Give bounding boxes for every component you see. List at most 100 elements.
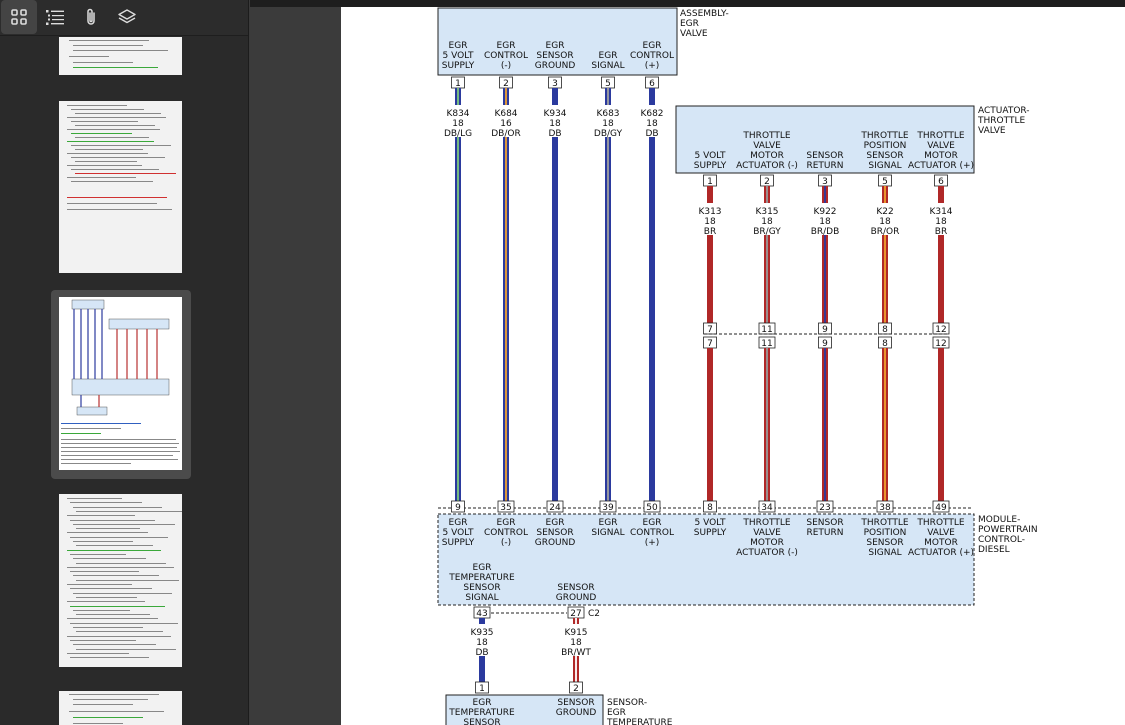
throttle-wire-label: K313 [698,207,721,217]
egr-wire [649,88,655,105]
throttle-pin-label: SENSOR [866,151,903,161]
module-pin-number-box [643,500,661,513]
thumbnail-text-line [71,109,144,110]
thumbnail-text-line [67,584,132,585]
module-pin-label: (-) [501,538,511,548]
thumbnail-text-line [70,657,149,659]
module-pin-number-box [497,500,515,513]
module-pin-label: EGR [643,518,662,528]
powertrain-control-module-title: CONTROL- [978,535,1025,545]
module-pin-number: 9 [455,503,461,513]
outline-button[interactable] [37,0,73,34]
thumbnail-diagram-preview [71,299,170,416]
module-pin-label: SUPPLY [694,528,727,538]
page-thumbnail-5[interactable] [59,691,182,725]
thumbnail-text-line [73,575,159,577]
thumbnail-text-line [67,105,127,106]
egr-wire-label: DB [645,129,658,139]
thumbnail-text-line [73,717,143,718]
egr-valve-pin-label: SIGNAL [591,61,624,71]
previous-page-edge [250,0,1125,7]
egr-wire-label: DB/OR [491,129,520,139]
throttle-wire-label: K922 [813,207,836,217]
thumbnail-text-line [75,125,155,126]
attachments-button[interactable] [73,0,109,34]
egr-wire [552,88,558,105]
module-pin-label: THROTTLE [742,518,790,528]
egr-wire-stripe [607,88,609,105]
page-thumbnail-1[interactable] [59,37,182,75]
module-pin-label: SIGNAL [591,528,624,538]
page-thumbnail-3[interactable] [59,297,182,470]
egr-temperature-sensor-title: TEMPERATURE [606,718,673,725]
sensor-pin-label: SENSOR [557,698,594,708]
inline-connector-pin: 7 [707,339,713,349]
module-pin-number-box [932,500,950,513]
thumbnail-text-line [76,614,150,616]
powertrain-control-module-title: POWERTRAIN [978,525,1038,535]
module-pin-number: 24 [549,503,561,513]
egr-wire-stripe [607,137,609,503]
sensor-pin-label: SENSOR [463,718,500,725]
thumbnail-text-line [61,428,121,429]
thumbnail-text-line [70,502,142,504]
module-pin-label: SENSOR [536,528,573,538]
thumbnail-sidebar[interactable] [0,0,249,725]
egr-valve-pin-label: EGR [497,41,516,51]
page-thumbnail-2[interactable] [59,101,182,273]
sensor-wire-label: K935 [470,628,493,638]
inline-connector-pin: 11 [761,325,772,335]
thumbnail-text-line [61,455,173,456]
thumbnail-text-line [73,523,175,525]
thumbnail-text-line [73,627,143,628]
throttle-pin-label: MOTOR [924,151,958,161]
throttle-wire-label: BR [704,227,716,237]
module-extra-pin-label: SENSOR [557,583,594,593]
module-pin-label: SIGNAL [868,548,901,558]
throttle-wire-stripe [884,186,886,203]
sensor-wire-label: 18 [476,638,488,648]
egr-wire-label: K684 [494,109,517,119]
sensor-pin-label: TEMPERATURE [448,708,515,718]
page-thumbnail-4[interactable] [59,494,182,667]
module-pin-label: VALVE [927,528,955,538]
egr-temperature-sensor-title: EGR [607,708,626,718]
thumbnail-text-line [67,652,129,654]
throttle-wire-stripe [766,348,768,503]
powertrain-control-module-box [437,513,975,606]
egr-valve-pin-label: CONTROL [484,51,528,61]
egr-wire-label: 18 [452,119,464,129]
egr-valve-pin-label: CONTROL [630,51,674,61]
module-pin-number: 50 [646,503,658,513]
layers-button[interactable] [109,0,145,34]
egr-valve-pin-number: 5 [605,79,611,89]
thumbnail-text-line [69,694,159,695]
module-extra-pin-label: TEMPERATURE [448,573,515,583]
throttle-wire-label: 18 [704,217,716,227]
throttle-pin-number: 1 [707,177,713,187]
throttle-wire-stripe [766,186,768,203]
throttle-wire-stripe [766,235,768,323]
thumbnail-text-line [67,153,148,154]
throttle-wire-label: K22 [876,207,893,217]
sensor-wire-label: 18 [570,638,582,648]
egr-wire-stripe [457,88,459,105]
throttle-wire [707,235,713,323]
module-extra-pin-number: 43 [476,609,487,619]
outline-list-icon [46,10,64,25]
thumbnails-grid-button[interactable] [1,0,37,34]
thumbnail-text-line [76,596,137,598]
module-pin-number: 39 [602,503,614,513]
thumbnail-mark [71,378,170,396]
throttle-pin-label: ACTUATOR (+) [908,161,974,171]
throttle-pin-label: MOTOR [750,151,784,161]
module-pin-number-box [599,500,617,513]
throttle-wire [707,186,713,203]
thumbnail-text-line [67,141,154,142]
throttle-wire-label: BR/DB [811,227,840,237]
thumbnail-text-line [73,699,148,700]
module-pin-label: ACTUATOR (+) [908,548,974,558]
thumbnail-text-line [71,169,159,170]
